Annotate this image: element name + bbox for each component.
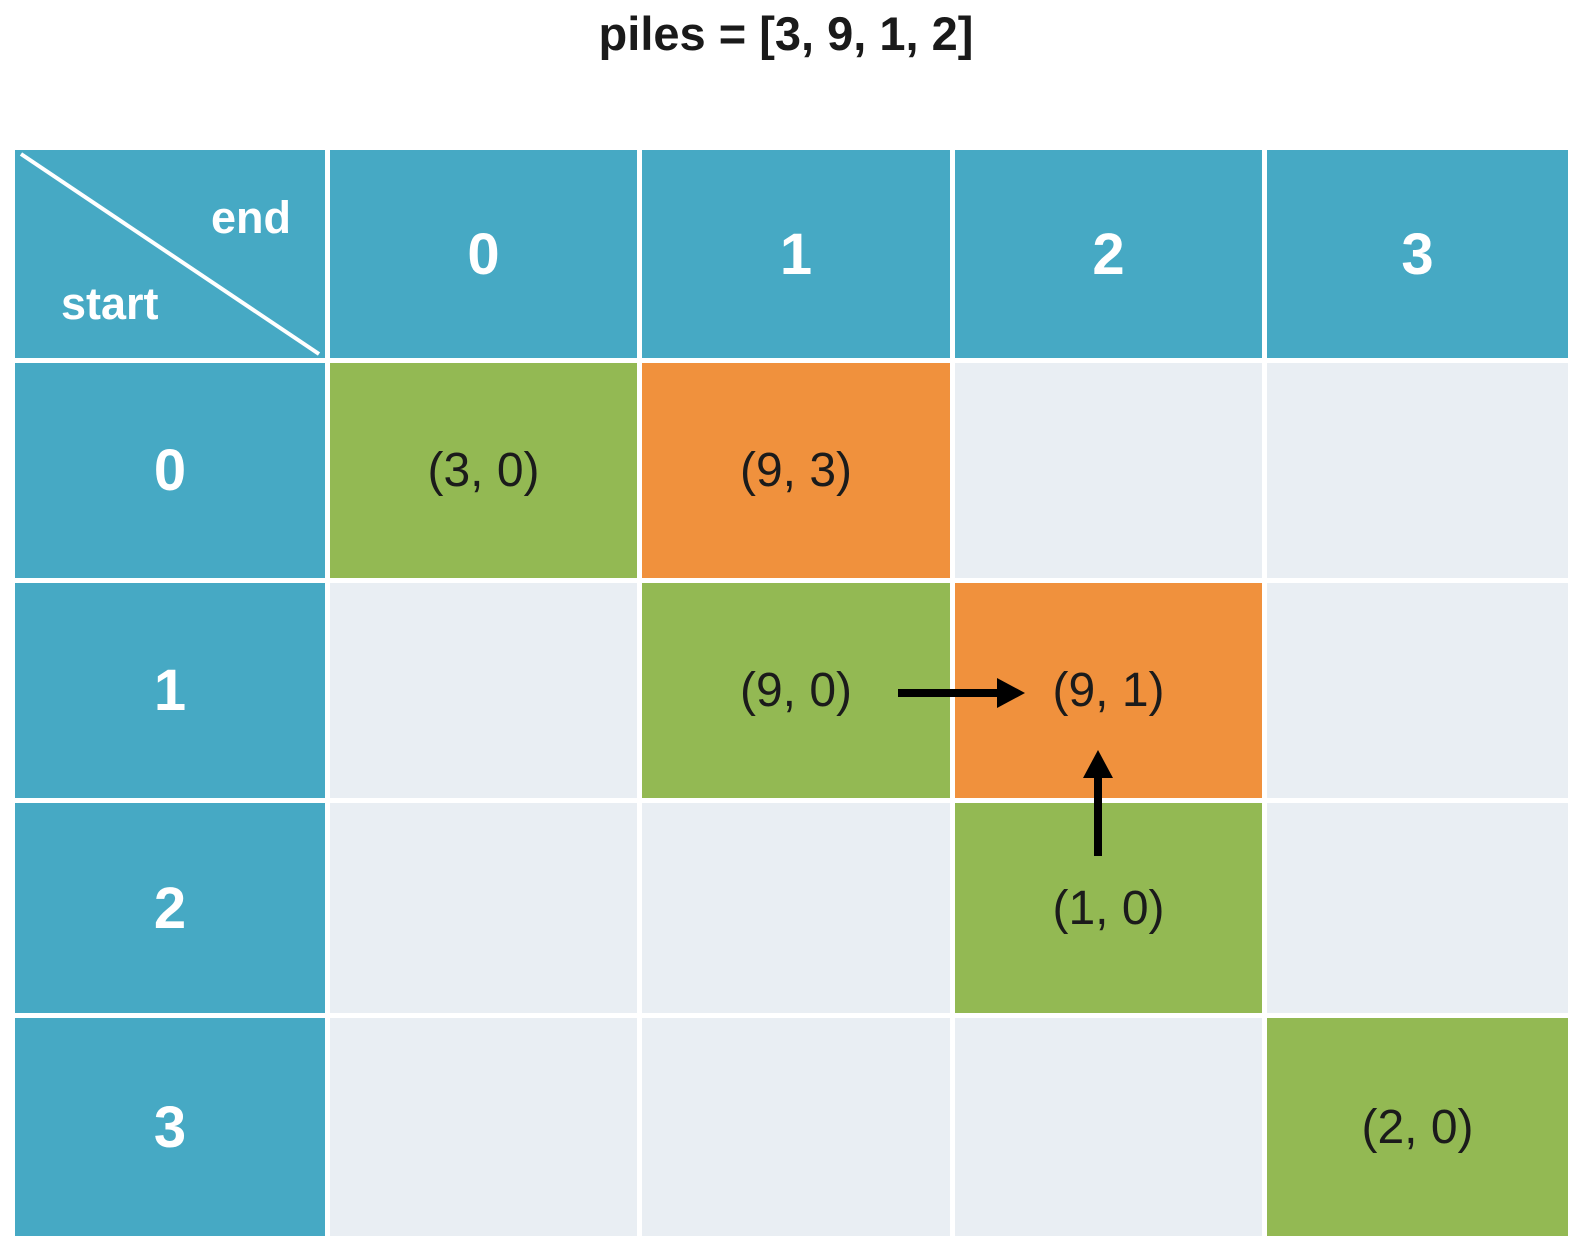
table-cell-r0c3	[1267, 363, 1568, 578]
table-cell-r1c2: (9, 1)	[955, 583, 1262, 798]
row-header-0: 0	[15, 363, 325, 578]
table-cell-r3c2	[955, 1018, 1262, 1236]
table-cell-r1c3	[1267, 583, 1568, 798]
table-cell-r2c2: (1, 0)	[955, 803, 1262, 1013]
table-cell-r3c1	[642, 1018, 950, 1236]
row-header-2: 2	[15, 803, 325, 1013]
row-header-3: 3	[15, 1018, 325, 1236]
diagonal-divider-line	[19, 152, 321, 356]
table-cell-r2c0	[330, 803, 637, 1013]
table-cell-r1c1: (9, 0)	[642, 583, 950, 798]
table-cell-r2c1	[642, 803, 950, 1013]
page-title: piles = [3, 9, 1, 2]	[598, 7, 974, 60]
table-cell-r0c1: (9, 3)	[642, 363, 950, 578]
table-cell-r1c0	[330, 583, 637, 798]
corner-start-label: start	[61, 278, 159, 329]
corner-end-label: end	[210, 192, 291, 243]
col-header-2: 2	[955, 150, 1262, 358]
row-header-1: 1	[15, 583, 325, 798]
table-cell-r0c0: (3, 0)	[330, 363, 637, 578]
table-cell-r2c3	[1267, 803, 1568, 1013]
table-cell-r0c2	[955, 363, 1262, 578]
col-header-3: 3	[1267, 150, 1568, 358]
table-cell-r3c3: (2, 0)	[1267, 1018, 1568, 1236]
col-header-0: 0	[330, 150, 637, 358]
table-cell-r3c0	[330, 1018, 637, 1236]
corner-cell: end start	[15, 150, 325, 358]
col-header-1: 1	[642, 150, 950, 358]
